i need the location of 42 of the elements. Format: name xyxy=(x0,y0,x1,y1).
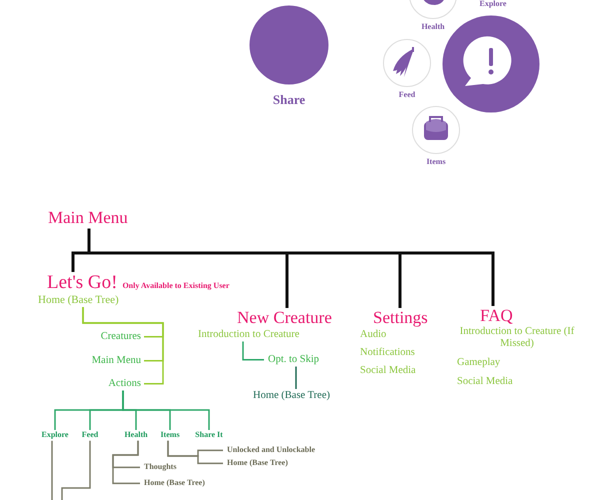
section-heading: Settings xyxy=(373,309,428,328)
icon-label: Explore xyxy=(480,0,506,9)
menu-item: Main Menu xyxy=(92,355,141,367)
connector-line xyxy=(242,342,264,361)
menu-item: Audio xyxy=(360,329,386,341)
icon-label: Share xyxy=(272,93,306,108)
menu-item: Actions xyxy=(108,378,141,390)
connector-line xyxy=(51,440,53,500)
connector-line xyxy=(295,366,297,389)
menu-item: Opt. to Skip xyxy=(268,354,320,366)
connector-line xyxy=(122,390,210,430)
section-heading: New Creature xyxy=(237,309,332,328)
connector-line xyxy=(167,440,223,464)
connector-line xyxy=(61,440,91,500)
connector-line xyxy=(112,440,140,484)
action-item: Items xyxy=(160,431,180,440)
sub-item: Home (Base Tree) xyxy=(227,459,288,468)
action-item: Share It xyxy=(195,431,223,440)
sub-item: Thoughts xyxy=(144,463,176,472)
menu-item: Social Media xyxy=(360,365,416,377)
connector-line xyxy=(82,307,164,385)
menu-item: Gameplay xyxy=(457,357,500,369)
menu-item: Notifications xyxy=(360,347,415,359)
icon-label: Feed xyxy=(398,91,416,100)
menu-item: Introduction to Creature (If Missed) xyxy=(452,326,582,350)
menu-item: Home (Base Tree) xyxy=(253,390,330,402)
action-item: Feed xyxy=(82,431,98,440)
section-heading: FAQ xyxy=(480,307,513,326)
menu-item: Home (Base Tree) xyxy=(38,294,119,306)
sub-item: Home (Base Tree) xyxy=(144,479,205,488)
menu-item: Social Media xyxy=(457,376,513,388)
note-text: Only Available to Existing User xyxy=(122,282,230,291)
connector-line xyxy=(88,228,494,306)
action-item: Health xyxy=(124,431,148,440)
menu-item: Creatures xyxy=(100,331,141,343)
sub-item: Unlocked and Unlockable xyxy=(227,446,316,455)
tree-heading: Main Menu xyxy=(48,209,128,228)
section-heading: Let's Go! xyxy=(47,273,118,294)
icon-label: Health xyxy=(421,23,445,32)
icon-label: Items xyxy=(426,158,446,167)
menu-item: Introduction to Creature xyxy=(198,329,300,341)
action-item: Explore xyxy=(42,431,68,440)
